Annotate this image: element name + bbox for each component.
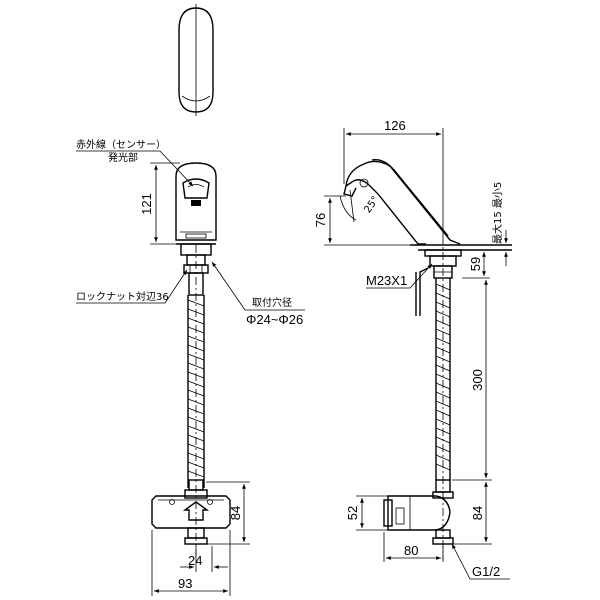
dim-inlet-offset-text: 24 xyxy=(188,553,202,568)
dim-hose-length: 300 xyxy=(452,280,492,481)
dim-total-width: 93 xyxy=(151,530,231,596)
dim-valve-width: 80 xyxy=(383,532,444,562)
dim-valve-body-text: 52 xyxy=(345,506,360,520)
dim-hose-length-text: 300 xyxy=(470,369,485,391)
sensor-label-line1: 赤外線（センサー） xyxy=(76,138,166,151)
sensor-label-line2: 発光部 xyxy=(108,151,138,164)
dim-below-deck: 59 xyxy=(462,252,490,279)
pipe-thread-label: G1/2 xyxy=(472,564,500,579)
dim-spout-height-text: 76 xyxy=(313,213,328,227)
dim-valve-width-text: 80 xyxy=(404,543,418,558)
dim-valve-height-right: 84 xyxy=(452,482,492,545)
dim-valve-height-left-text: 84 xyxy=(228,506,243,520)
dim-inlet-offset: 24 xyxy=(180,546,228,572)
dim-valve-height-right-text: 84 xyxy=(470,506,485,520)
dim-front-height-text: 121 xyxy=(139,193,154,215)
dim-valve-body: 52 xyxy=(345,495,388,531)
dim-spout-width-text: 126 xyxy=(384,118,406,133)
dim-spout-height: 76 xyxy=(313,195,412,246)
sensor-dot-icon xyxy=(191,200,201,206)
lock-nut-label: ロックナット対辺36 xyxy=(76,290,169,303)
angle-label: 25° xyxy=(362,194,381,215)
dim-total-width-text: 93 xyxy=(178,576,192,591)
thread-label: M23X1 xyxy=(366,273,407,288)
side-view: 25° xyxy=(339,159,512,560)
dim-deck-thickness: 最大15 最小5 xyxy=(491,182,508,266)
dim-below-deck-text: 59 xyxy=(468,257,483,271)
dim-valve-height-left: 84 xyxy=(206,481,250,545)
mount-hole-title: 取付穴径 xyxy=(252,296,292,309)
front-view xyxy=(151,162,231,560)
max-thickness-label: 最大15 最小5 xyxy=(491,182,504,244)
top-view xyxy=(178,4,214,116)
dim-front-height: 121 xyxy=(139,162,180,245)
mount-hole-range: Φ24~Φ26 xyxy=(246,312,303,327)
dim-spout-width: 126 xyxy=(343,118,444,236)
